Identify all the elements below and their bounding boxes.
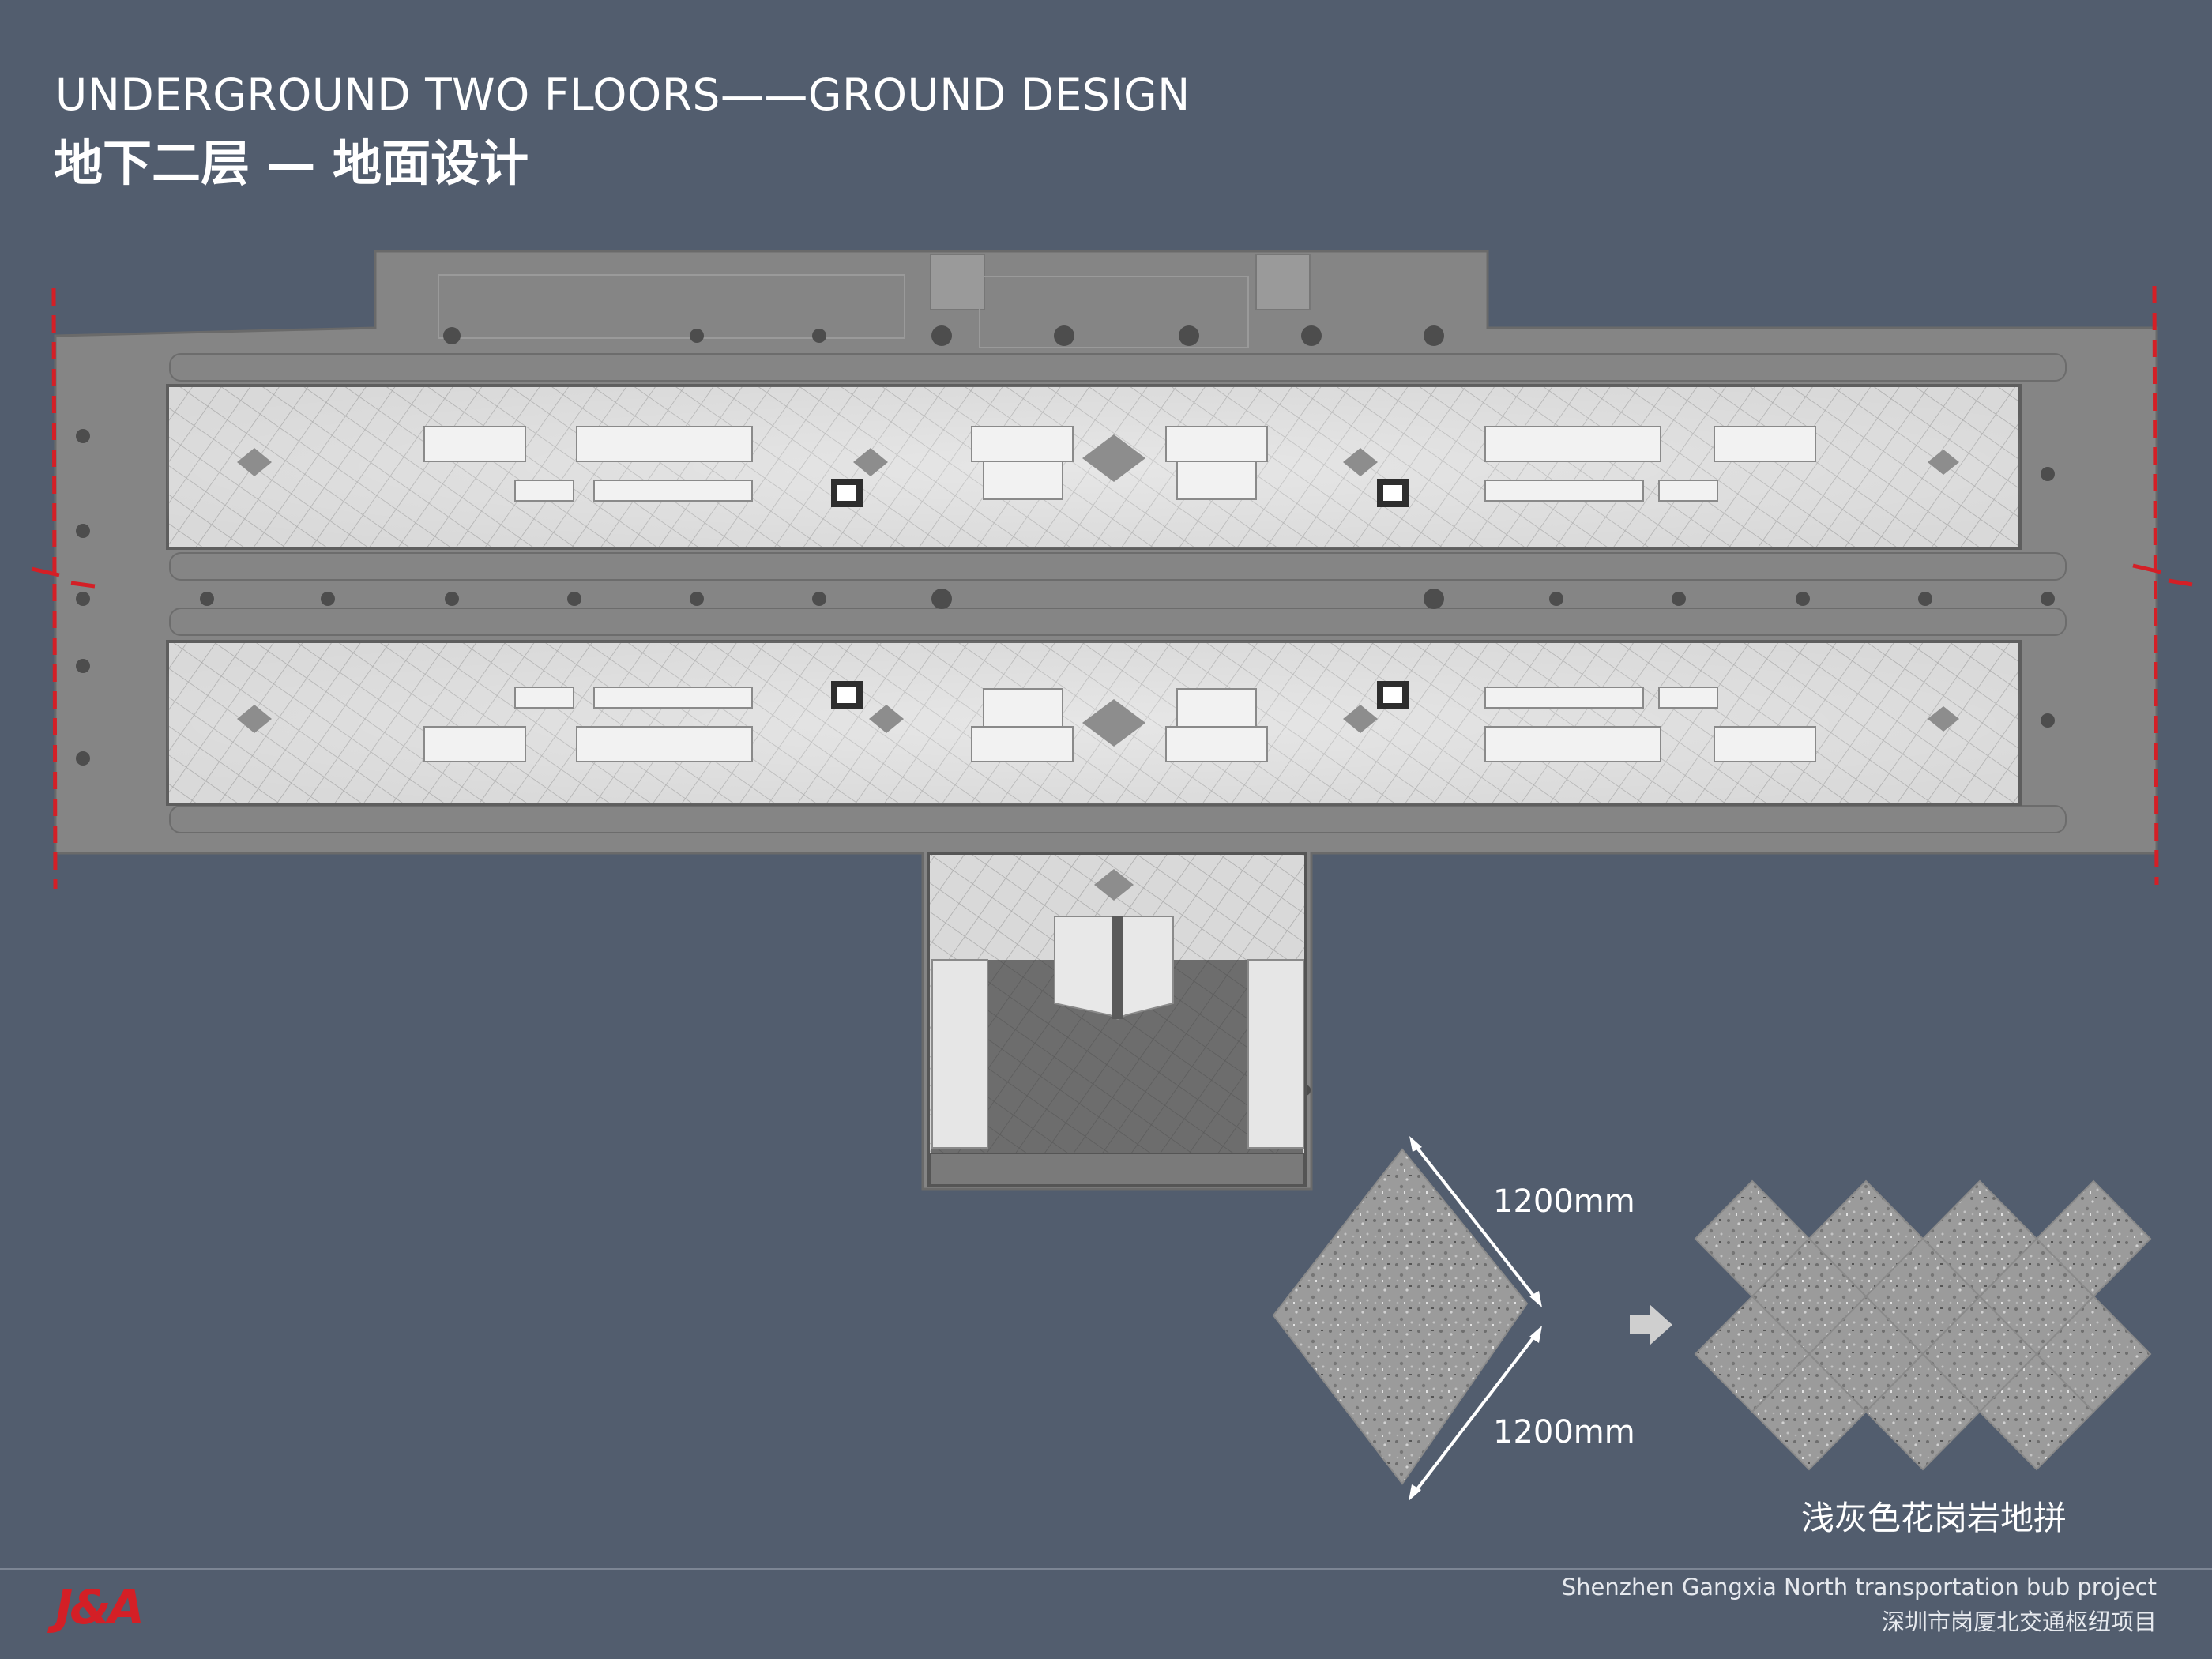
- page-title-cn: 地下二层 — 地面设计: [54, 134, 529, 192]
- tile-dimension-bottom: 1200mm: [1493, 1414, 1635, 1450]
- granite-tile-pattern: [1694, 1179, 2152, 1471]
- break-marks: [31, 563, 2193, 589]
- material-caption: 浅灰色花岗岩地拼: [1801, 1499, 2067, 1537]
- granite-tile: [1272, 1148, 1529, 1485]
- top-stair-right: [1255, 254, 1311, 310]
- tile-dimension-top: 1200mm: [1493, 1183, 1635, 1220]
- platform-north: [166, 384, 2022, 550]
- project-name-en: Shenzhen Gangxia North transportation bu…: [1561, 1574, 2157, 1601]
- top-room: [438, 274, 905, 339]
- platform-south: [166, 640, 2022, 806]
- footer-divider: [0, 1568, 2212, 1570]
- arrow-right-icon: [1630, 1304, 1672, 1345]
- concourse-south: [927, 852, 1307, 1187]
- top-room-2: [979, 276, 1249, 348]
- cut-lines: [51, 285, 2159, 890]
- project-name-cn: 深圳市岗厦北交通枢纽项目: [1881, 1608, 2157, 1635]
- top-stair-left: [930, 254, 985, 310]
- dimension-arrows: [1409, 1136, 1542, 1501]
- page-title-en: UNDERGROUND TWO FLOORS——GROUND DESIGN: [55, 70, 1191, 120]
- logo-mark: J&A: [55, 1580, 145, 1635]
